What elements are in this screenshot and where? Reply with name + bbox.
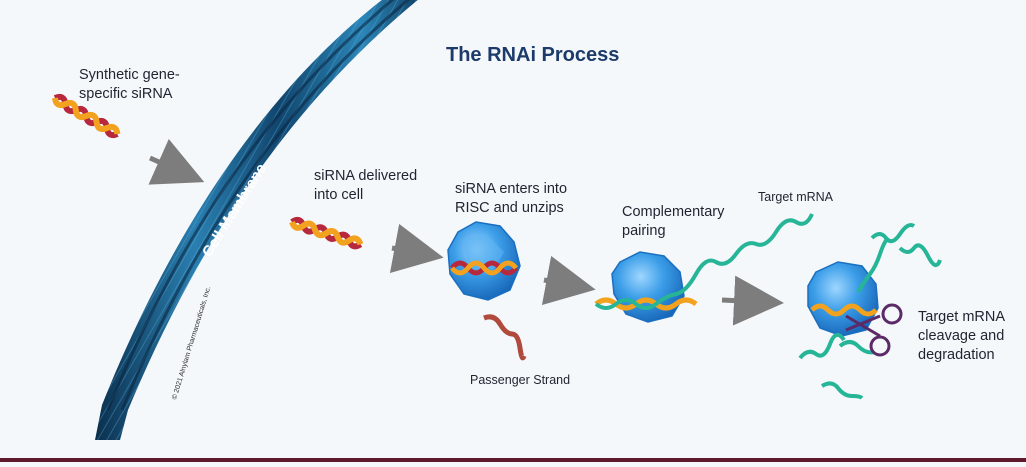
arrow-4-icon — [721, 275, 784, 326]
bottom-bar — [0, 458, 1026, 462]
passenger-strand-icon — [483, 314, 527, 361]
diagram-title: The RNAi Process — [446, 44, 620, 66]
cell-membrane — [95, 0, 418, 440]
label-sirna-delivered: siRNA delivered into cell — [314, 168, 418, 203]
arrow-1-icon — [148, 138, 205, 185]
label-passenger-strand: Passenger Strand — [470, 373, 571, 387]
arrow-2-icon — [389, 223, 444, 274]
label-target-mrna: Target mRNA — [758, 190, 834, 204]
label-complementary-pairing: Complementary pairing — [622, 204, 725, 239]
arrow-3-icon — [541, 255, 596, 306]
mrna-fragments-icon — [798, 223, 942, 400]
label-risc-unzips: siRNA enters into RISC and unzips — [455, 181, 568, 216]
label-synthetic-sirna: Synthetic gene- specific siRNA — [79, 67, 180, 102]
risc-cleavage-icon — [807, 261, 879, 337]
sirna-inside-icon — [289, 216, 364, 250]
process-arrows — [148, 138, 784, 326]
risc-pairing-icon — [594, 213, 814, 323]
label-cleavage-degradation: Target mRNA cleavage and degradation — [918, 309, 1006, 363]
scissors-icon — [845, 303, 903, 357]
target-mrna-icon — [594, 213, 814, 310]
sirna-duplex-icon — [52, 93, 121, 139]
risc-complex-icon — [447, 221, 521, 301]
